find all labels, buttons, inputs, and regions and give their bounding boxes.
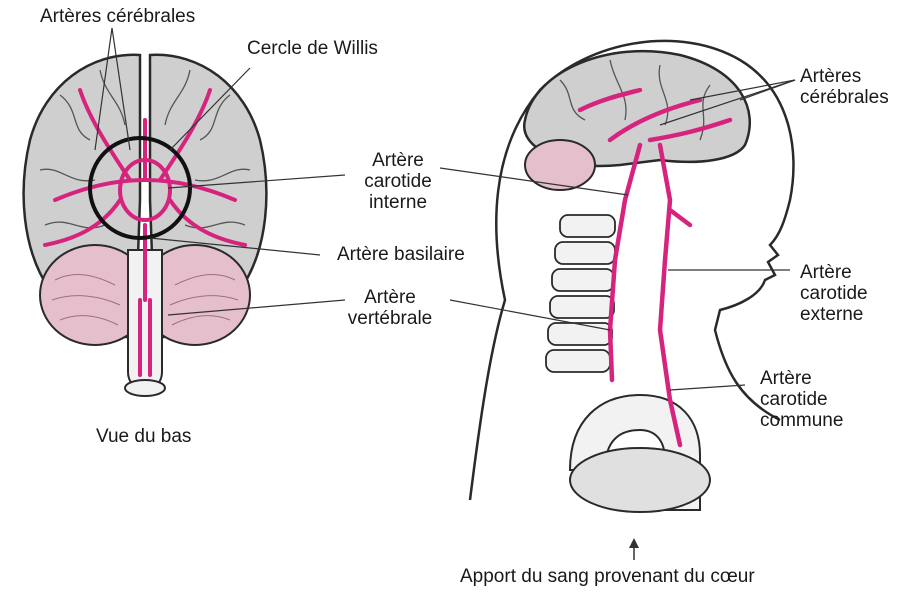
label-cerebral-arteries-right: Artères cérébrales [800, 66, 889, 108]
label-common-carotid-line2: carotide [760, 389, 843, 410]
label-bottom-view: Vue du bas [96, 426, 191, 447]
label-internal-carotid-line1: Artère [348, 150, 448, 171]
label-internal-carotid: Artère carotide interne [348, 150, 448, 213]
label-basilar: Artère basilaire [337, 244, 465, 265]
label-cerebral-arteries-right-line1: Artères [800, 66, 889, 87]
label-cerebral-arteries-right-line2: cérébrales [800, 87, 889, 108]
cerebellum-side [525, 140, 595, 190]
spine [546, 215, 615, 372]
brain-bottom-view [24, 28, 345, 396]
label-common-carotid: Artère carotide commune [760, 368, 843, 431]
label-external-carotid-line2: carotide [800, 283, 868, 304]
label-vertebral-line1: Artère [335, 287, 445, 308]
label-vertebral-line2: vertébrale [335, 308, 445, 329]
label-cerebral-arteries-left: Artères cérébrales [40, 6, 195, 27]
label-vertebral: Artère vertébrale [335, 287, 445, 329]
label-internal-carotid-line3: interne [348, 192, 448, 213]
label-blood-supply: Apport du sang provenant du cœur [460, 566, 755, 587]
label-external-carotid-line1: Artère [800, 262, 868, 283]
head-side-view [440, 41, 795, 560]
label-external-carotid: Artère carotide externe [800, 262, 868, 325]
label-external-carotid-line3: externe [800, 304, 868, 325]
label-common-carotid-line1: Artère [760, 368, 843, 389]
label-common-carotid-line3: commune [760, 410, 843, 431]
label-circle-of-willis: Cercle de Willis [247, 38, 378, 59]
label-internal-carotid-line2: carotide [348, 171, 448, 192]
